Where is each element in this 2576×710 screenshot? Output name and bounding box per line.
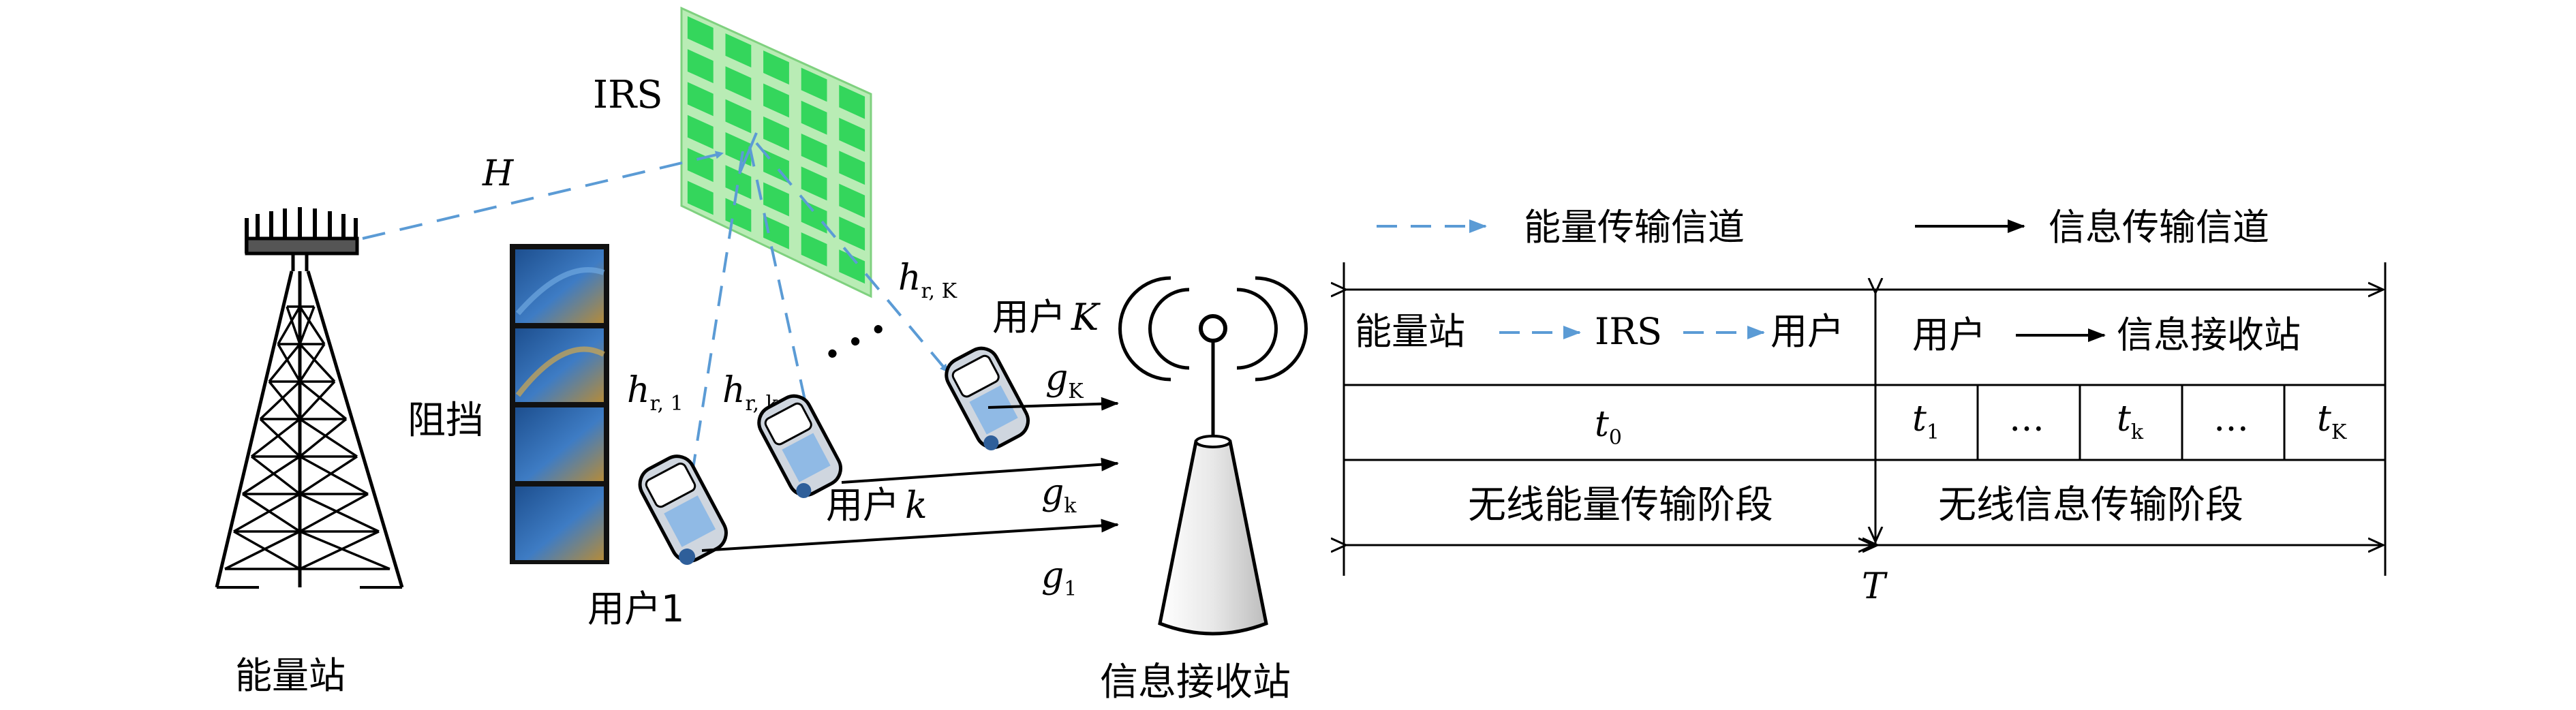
channel-gk-arrow [841,457,1119,484]
irs-element [725,99,752,134]
phase2-name: 无线信息传输阶段 [1938,483,2243,527]
phase1-header-irs: IRS [1595,310,1662,353]
energy-station-label: 能量站 [235,654,346,697]
irs-element [801,67,827,102]
legend-energy-label: 能量传输信道 [1524,206,1745,249]
irs-element [725,198,752,232]
irs-element [763,116,789,151]
slot-tK: tK [2317,399,2347,444]
slot-dots-2: … [2213,399,2249,439]
irs-element [839,249,865,284]
irs-element [801,199,827,234]
irs-element [839,84,865,119]
irs-element [839,151,865,185]
irs-panel-icon [680,6,872,298]
phase1-header-source: 能量站 [1355,310,1465,353]
irs-element [763,215,789,249]
irs-element [801,134,827,168]
irs-element [801,232,827,267]
channel-g1-arrow [701,519,1119,552]
user-K-phone-icon [945,346,1030,450]
irs-element [687,16,714,50]
irs-element [725,33,752,67]
phase2-header-user: 用户 [1912,313,1986,356]
blocking-label: 阻挡 [408,399,484,443]
user-1-phone-icon [638,454,728,566]
irs-element [763,50,789,85]
irs-element [839,216,865,251]
timeline-frame [1344,262,2387,576]
slot-dots-1: … [2009,399,2044,439]
irs-element [801,100,827,135]
irs-element [687,148,714,183]
energy-station-tower-icon [215,207,404,589]
channel-hr1-arrow [688,151,744,478]
irs-element [839,117,865,152]
irs-element [687,181,714,215]
irs-element [801,166,827,201]
irs-element [687,114,714,149]
irs-element [763,83,789,118]
slot-t1: t1 [1912,399,1939,444]
channel-h-arrow [362,151,724,240]
slot-t0: t0 [1595,404,1622,450]
users-ellipsis: • • • [818,311,894,373]
phase1-name: 无线能量传输阶段 [1468,483,1773,527]
channel-gK-arrow [987,397,1119,411]
irs-element [725,165,752,200]
slot-tk: tk [2117,399,2144,444]
legend-info-label: 信息传输信道 [2049,206,2269,249]
gK-label: gK [1045,358,1084,403]
irs-element [763,182,789,217]
channel-hrk-arrow [748,146,810,414]
channel-h-label: H [482,153,515,194]
irs-element [687,49,714,84]
hr1-label: hr, 1 [627,370,684,416]
receiver-station-icon [1118,276,1308,636]
legend: 能量传输信道 信息传输信道 [1377,206,2269,249]
g1-label: g1 [1041,555,1077,601]
irs-label: IRS [593,73,663,117]
user-k-phone-icon [757,394,842,498]
irs-element [839,183,865,218]
user-1-label: 用户1 [587,587,684,630]
irs-focus-mark [738,132,758,174]
blocking-obstacle-icon [510,244,609,564]
irs-element [725,66,752,101]
hrK-label: hr, K [898,258,957,303]
period-T: T [1862,566,1888,607]
gk-label: gk [1041,472,1077,518]
irs-element [687,82,714,117]
receiver-station-label: 信息接收站 [1100,660,1291,705]
phase1-header-user: 用户 [1770,310,1844,353]
phase2-header-receiver: 信息接收站 [2117,313,2301,356]
channel-hrK-arrow [755,142,949,373]
